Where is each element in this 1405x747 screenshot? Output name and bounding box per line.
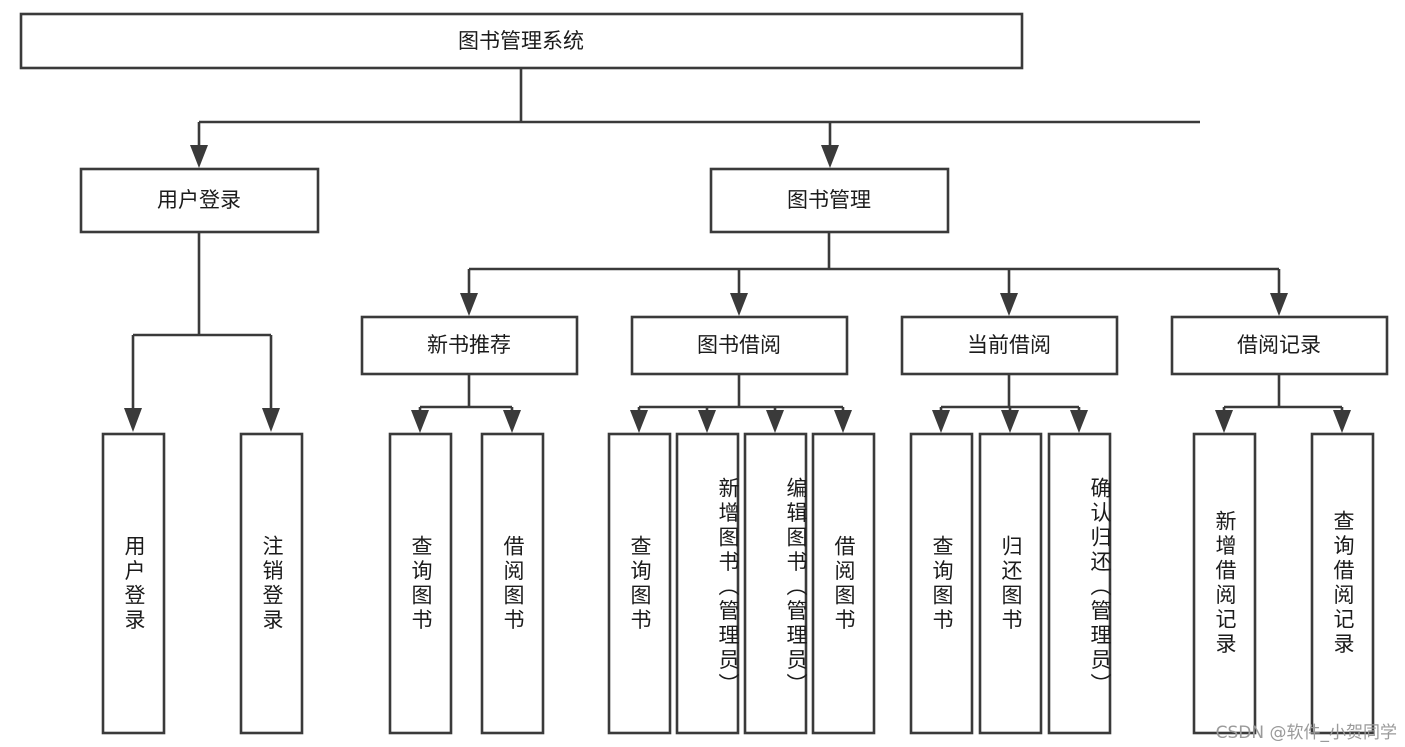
leaf-box-bb-0[interactable] xyxy=(607,432,672,735)
arrow-head-book-manage xyxy=(821,145,839,168)
new-book-recommend-box[interactable] xyxy=(360,315,579,376)
leaf-box-br-0[interactable] xyxy=(1192,432,1257,735)
book-borrow-label: 图书借阅 xyxy=(697,333,781,357)
leaf-box-user-login-0[interactable] xyxy=(101,432,166,735)
current-borrow-label: 当前借阅 xyxy=(967,333,1051,357)
new-book-recommend-label: 新书推荐 xyxy=(427,333,511,357)
arrow-head-leaf-cb-2 xyxy=(1070,410,1088,433)
arrow-head-l3-0 xyxy=(460,293,478,316)
arrow-head-l3-2 xyxy=(1000,293,1018,316)
leaf-box-nbr-0[interactable] xyxy=(388,432,453,735)
node-user-login[interactable]: 用户登录 xyxy=(79,167,320,234)
node-root[interactable]: 图书管理系统 xyxy=(19,12,1024,70)
arrow-head-leaf-cb-0 xyxy=(932,410,950,433)
leaf-box-cb-1[interactable] xyxy=(978,432,1043,735)
arrow-head-leaf-ul-0 xyxy=(124,408,142,432)
book-borrow-box[interactable] xyxy=(630,315,849,376)
leaf-box-cb-0[interactable] xyxy=(909,432,974,735)
arrow-head-leaf-ul-1 xyxy=(262,408,280,432)
leaf-box-bb-1[interactable] xyxy=(675,432,740,735)
node-book-manage[interactable]: 图书管理 xyxy=(709,167,950,234)
node-book-borrow[interactable]: 图书借阅 xyxy=(630,315,849,376)
book-manage-label: 图书管理 xyxy=(787,188,871,212)
node-borrow-record[interactable]: 借阅记录 xyxy=(1170,315,1389,376)
root-label: 图书管理系统 xyxy=(458,29,584,53)
leaf-box-br-1[interactable] xyxy=(1310,432,1375,735)
arrow-head-leaf-nbr-0 xyxy=(411,410,429,433)
arrow-head-leaf-br-1 xyxy=(1333,410,1351,433)
leaf-box-bb-2[interactable] xyxy=(743,432,808,735)
arrow-head-user-login xyxy=(190,145,208,168)
arrow-head-leaf-bb-0 xyxy=(630,410,648,433)
book-manage-box[interactable] xyxy=(709,167,950,234)
arrow-head-leaf-bb-3 xyxy=(834,410,852,433)
root-box[interactable] xyxy=(19,12,1024,70)
borrow-record-label: 借阅记录 xyxy=(1237,333,1321,357)
current-borrow-box[interactable] xyxy=(900,315,1119,376)
leaf-box-cb-2[interactable] xyxy=(1047,432,1112,735)
arrow-head-leaf-br-0 xyxy=(1215,410,1233,433)
node-new-book-recommend[interactable]: 新书推荐 xyxy=(360,315,579,376)
leaf-box-nbr-1[interactable] xyxy=(480,432,545,735)
watermark-text: CSDN @软件_小贺同学 xyxy=(1215,723,1397,743)
node-current-borrow[interactable]: 当前借阅 xyxy=(900,315,1119,376)
leaf-box-user-login-1[interactable] xyxy=(239,432,304,735)
arrow-head-l3-1 xyxy=(730,293,748,316)
arrow-head-l3-3 xyxy=(1270,293,1288,316)
user-login-label: 用户登录 xyxy=(157,188,241,212)
arrow-head-leaf-bb-2 xyxy=(766,410,784,433)
arrow-head-leaf-nbr-1 xyxy=(503,410,521,433)
leaf-box-bb-3[interactable] xyxy=(811,432,876,735)
arrow-head-leaf-cb-1 xyxy=(1001,410,1019,433)
arrow-head-leaf-bb-1 xyxy=(698,410,716,433)
borrow-record-box[interactable] xyxy=(1170,315,1389,376)
